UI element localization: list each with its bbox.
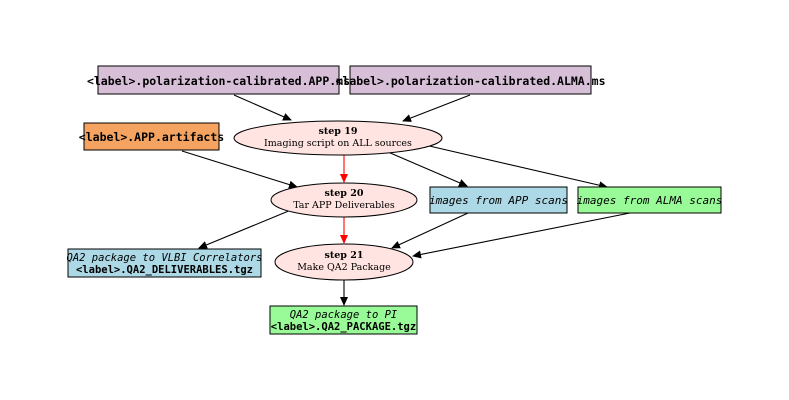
node-step21-desc: Make QA2 Package bbox=[297, 262, 391, 273]
node-app-ms: <label>.polarization-calibrated.APP.ms bbox=[87, 65, 350, 95]
node-vlbi-package-line2: <label>.QA2_DELIVERABLES.tgz bbox=[76, 264, 253, 276]
node-step19-desc: Imaging script on ALL sources bbox=[264, 138, 412, 149]
node-alma-images: images from ALMA scans bbox=[577, 186, 723, 214]
edge-alma-ms-to-step19 bbox=[402, 94, 471, 122]
node-step19-title: step 19 bbox=[319, 126, 358, 137]
node-app-artifacts-label: <label>.APP.artifacts bbox=[79, 130, 224, 144]
node-app-artifacts-box bbox=[83, 122, 220, 151]
node-step20: step 20 Tar APP Deliverables bbox=[270, 182, 418, 218]
edge-app-ms-to-step19 bbox=[233, 94, 292, 121]
node-step20-desc: Tar APP Deliverables bbox=[293, 200, 395, 211]
node-alma-images-box bbox=[577, 186, 722, 214]
node-step21-ellipse bbox=[274, 243, 414, 281]
node-step20-title: step 20 bbox=[325, 188, 364, 199]
node-pi-package: QA2 package to PI <label>.QA2_PACKAGE.tg… bbox=[269, 305, 418, 335]
node-vlbi-package: QA2 package to VLBI Correlators <label>.… bbox=[67, 248, 263, 278]
node-app-ms-label: <label>.polarization-calibrated.APP.ms bbox=[87, 74, 350, 88]
node-step20-ellipse bbox=[270, 182, 418, 218]
node-step19-ellipse bbox=[233, 120, 443, 156]
node-alma-ms: <label>.polarization-calibrated.ALMA.ms bbox=[335, 65, 606, 95]
edge-step19-to-app-images bbox=[387, 151, 468, 187]
edge-alma-images-to-step21 bbox=[412, 212, 631, 259]
node-pi-package-line1: QA2 package to PI bbox=[290, 309, 398, 321]
node-app-images-label: images from APP scans bbox=[429, 194, 568, 207]
edge-step20-to-vlbi-package bbox=[198, 209, 292, 249]
node-step21-title: step 21 bbox=[325, 250, 364, 261]
node-alma-images-label: images from ALMA scans bbox=[577, 194, 723, 207]
node-step19: step 19 Imaging script on ALL sources bbox=[233, 120, 443, 156]
node-pi-package-line2: <label>.QA2_PACKAGE.tgz bbox=[271, 321, 416, 333]
node-app-images-box bbox=[429, 186, 568, 214]
node-app-images: images from APP scans bbox=[429, 186, 568, 214]
node-pi-package-box bbox=[269, 305, 418, 335]
node-alma-ms-box bbox=[349, 65, 592, 95]
edge-artifacts-to-step20 bbox=[181, 150, 298, 189]
node-app-ms-box bbox=[97, 65, 340, 95]
node-vlbi-package-line1: QA2 package to VLBI Correlators bbox=[67, 252, 263, 264]
edge-step19-to-alma-images bbox=[424, 144, 608, 190]
node-app-artifacts: <label>.APP.artifacts bbox=[79, 122, 224, 151]
edges bbox=[181, 94, 631, 306]
node-alma-ms-label: <label>.polarization-calibrated.ALMA.ms bbox=[335, 74, 605, 88]
node-vlbi-package-box bbox=[67, 248, 262, 278]
edge-app-images-to-step21 bbox=[391, 212, 469, 249]
node-step21: step 21 Make QA2 Package bbox=[274, 243, 414, 281]
